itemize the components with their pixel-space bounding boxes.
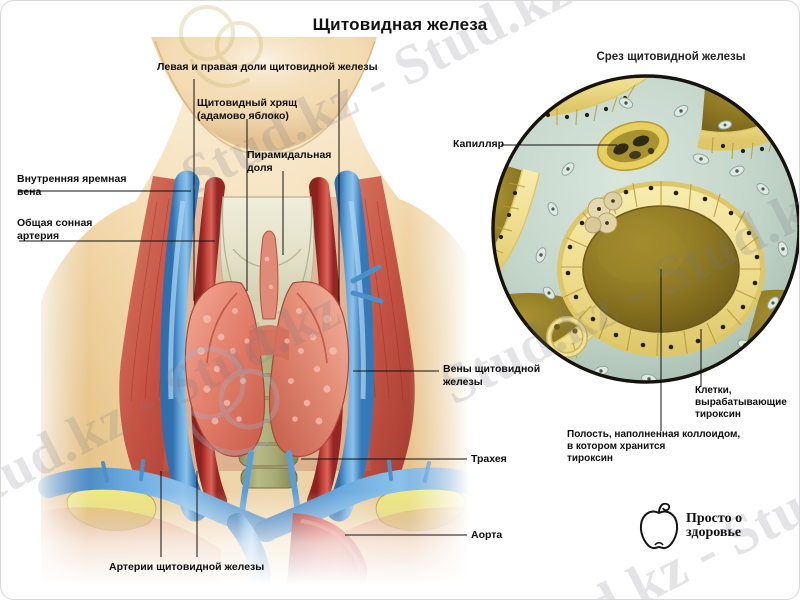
thyroid-lobe-left [184, 281, 266, 458]
neck-anatomy-group [29, 37, 469, 585]
label-trachea: Трахея [471, 453, 507, 465]
capillary [597, 120, 669, 172]
histology-panel-title: Срез щитовидной железы [596, 51, 746, 63]
brand-line-1: Просто о [686, 510, 743, 526]
thyroid-texture [197, 256, 337, 425]
leader-lines [19, 79, 702, 557]
thyroid-isthmus [249, 325, 289, 361]
label-carotid-artery: Общая сонная артерия [17, 217, 93, 242]
central-cell-nuclei [565, 185, 760, 350]
label-capillary: Капилляр [453, 138, 505, 150]
label-thyroid-arteries: Артерии щитовидной железы [109, 561, 265, 573]
page-title: Щитовидная железа [312, 15, 488, 34]
colloid-highlight [597, 219, 685, 283]
pyramidal-lobe [259, 230, 279, 320]
thyroid-lobe-right [268, 281, 350, 458]
label-thyroid-veins: Вены щитовидной железы [443, 363, 541, 388]
jugular-branches-right [350, 264, 384, 304]
apple-icon [639, 502, 679, 550]
capillary-small [546, 316, 588, 358]
label-lobes: Левая и правая доли щитовидной железы [157, 61, 378, 73]
central-cell-borders [561, 181, 761, 357]
label-jugular-vein: Внутренняя яремная вена [17, 173, 127, 198]
jugular-highlight-left [168, 200, 186, 400]
label-aorta: Аорта [471, 529, 503, 541]
follicle-colloid-topright [701, 76, 799, 139]
bottom-fade [29, 491, 469, 585]
label-thyroxine-cells: Клетки, вырабатывающие тироксин [695, 385, 787, 420]
label-colloid-cavity: Полость, наполненная коллоидом, в которо… [567, 429, 741, 464]
histology-group [491, 74, 799, 384]
brand-logo: Просто о здоровье [637, 501, 742, 551]
brand-line-2: здоровье [686, 525, 742, 540]
histology-border [491, 74, 799, 384]
chin-shading [151, 37, 377, 151]
stromal-cells [535, 97, 789, 382]
label-thyroid-cartilage: Щитовидный хрящ (адамово яблоко) [197, 97, 297, 122]
label-pyramidal-lobe: Пирамидальная доля [247, 149, 332, 174]
jaw-line [154, 40, 376, 156]
thyroid-surface-vessels [206, 292, 328, 364]
brand-text: Просто о здоровье [686, 510, 743, 541]
right-fade [409, 37, 469, 585]
parafollicular-cell-cluster [584, 191, 623, 234]
left-fade [29, 37, 89, 585]
